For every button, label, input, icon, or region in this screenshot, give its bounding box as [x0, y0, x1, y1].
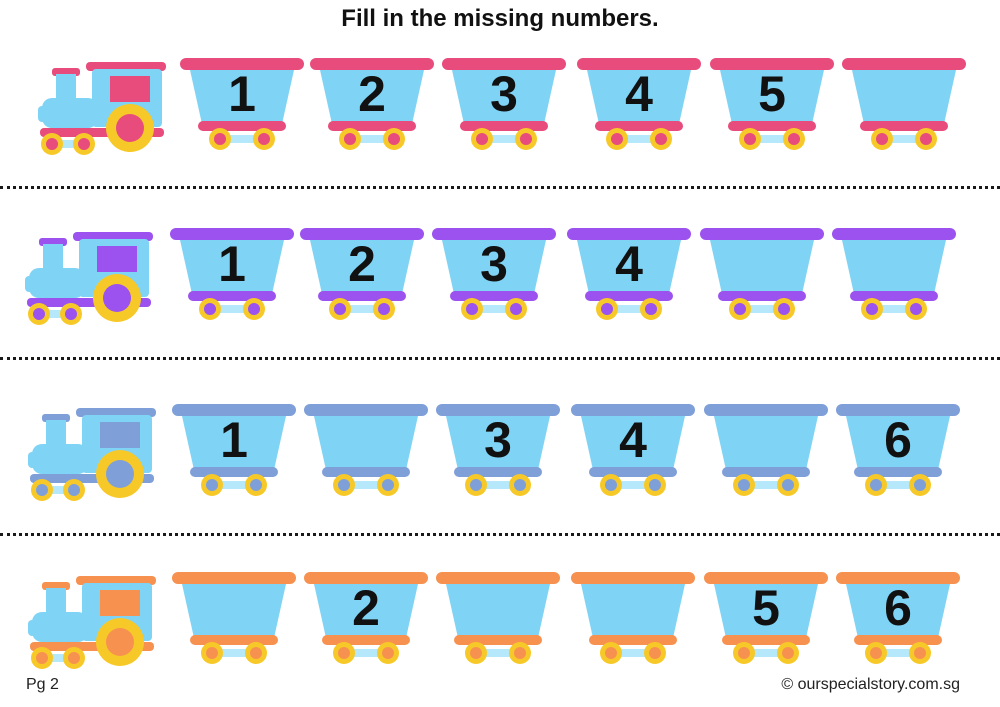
train-car-blank [571, 572, 695, 672]
credit-text: © ourspecialstory.com.sg [781, 676, 960, 693]
train-engine-icon [38, 60, 178, 165]
train-row: 1 3 4 [0, 404, 1000, 514]
train-car: 1 [172, 404, 296, 504]
train-car: 4 [577, 58, 701, 158]
car-number: 2 [358, 66, 386, 122]
page-number: Pg 2 [26, 676, 59, 693]
train-car: 6 [836, 572, 960, 672]
car-number: 3 [480, 236, 508, 292]
train-car: 3 [432, 228, 556, 328]
train-car: 1 [180, 58, 304, 158]
row-divider [0, 533, 1000, 536]
train-row: 1 2 3 4 [0, 228, 1000, 338]
row-divider [0, 357, 1000, 360]
train-car: 5 [710, 58, 834, 158]
train-car-blank [842, 58, 966, 158]
car-number: 6 [884, 412, 912, 468]
car-number: 4 [615, 236, 643, 292]
train-car-blank [700, 228, 824, 328]
car-number: 4 [619, 412, 647, 468]
car-number: 1 [220, 412, 248, 468]
train-engine-icon [25, 230, 165, 335]
train-car: 2 [304, 572, 428, 672]
train-car: 1 [170, 228, 294, 328]
train-car-blank [172, 572, 296, 672]
train-row: 2 5 [0, 572, 1000, 682]
row-divider [0, 186, 1000, 189]
train-car: 5 [704, 572, 828, 672]
car-number: 6 [884, 580, 912, 636]
train-row: 1 2 3 4 [0, 58, 1000, 168]
train-car: 4 [571, 404, 695, 504]
train-car: 3 [442, 58, 566, 158]
train-car-blank [436, 572, 560, 672]
car-number: 5 [758, 66, 786, 122]
train-engine-icon [28, 406, 168, 511]
train-car: 3 [436, 404, 560, 504]
train-car: 2 [310, 58, 434, 158]
car-number: 5 [752, 580, 780, 636]
worksheet-title: Fill in the missing numbers. [341, 5, 659, 32]
train-car: 2 [300, 228, 424, 328]
car-number: 2 [348, 236, 376, 292]
train-engine-icon [28, 574, 168, 679]
train-car: 4 [567, 228, 691, 328]
car-number: 3 [484, 412, 512, 468]
car-number: 3 [490, 66, 518, 122]
train-car-blank [832, 228, 956, 328]
car-number: 1 [218, 236, 246, 292]
train-car: 6 [836, 404, 960, 504]
car-number: 2 [352, 580, 380, 636]
car-number: 4 [625, 66, 653, 122]
car-number: 1 [228, 66, 256, 122]
train-car-blank [704, 404, 828, 504]
train-car-blank [304, 404, 428, 504]
